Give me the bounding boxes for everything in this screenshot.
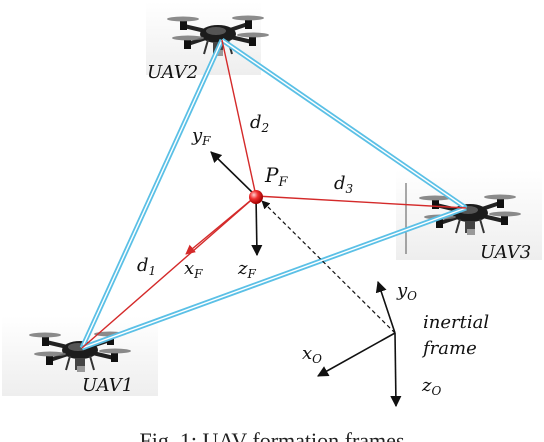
uav1-label: UAV1: [82, 375, 133, 396]
formation-links: [79, 37, 468, 351]
inertial-y-axis: [375, 280, 396, 334]
inertial-frame-label-line1: inertial: [423, 312, 489, 333]
d3-label: d3: [334, 173, 354, 196]
formation-x-axis: [185, 195, 257, 255]
inertial-frame-axes: [317, 280, 402, 408]
distance-line-d2: [221, 39, 257, 197]
inertial-z-axis: [390, 332, 402, 408]
uav3-drone: [396, 170, 542, 260]
formation-x-label: xF: [184, 258, 203, 281]
distance-line-d3: [255, 195, 467, 209]
uav3-label: UAV3: [480, 242, 531, 263]
link-uav2-uav3-highlight: [221, 39, 467, 209]
distance-line-d1: [81, 195, 257, 349]
uav2-drone: [146, 2, 271, 75]
d1-label: d1: [137, 255, 156, 278]
position-vector: [261, 200, 396, 334]
distance-lines: [81, 39, 467, 349]
formation-y-label: yF: [191, 125, 211, 148]
inertial-x-label: xO: [302, 343, 322, 366]
inertial-y-label: yO: [396, 280, 417, 303]
uav2-label: UAV2: [147, 62, 198, 83]
formation-frame-axes: [185, 151, 263, 257]
inertial-z-label: zO: [421, 375, 441, 398]
link-uav1-uav2-highlight: [81, 39, 223, 349]
link-uav1-uav3-highlight: [81, 207, 467, 349]
formation-z-label: zF: [237, 258, 256, 281]
inertial-x-axis: [317, 332, 396, 377]
formation-y-axis: [210, 151, 257, 197]
formation-z-axis: [251, 195, 263, 257]
figure-caption: Fig. 1: UAV formation frames: [140, 428, 405, 442]
formation-point-label: PF: [264, 163, 288, 190]
inertial-frame-label-line2: frame: [421, 338, 477, 359]
formation-point: [249, 190, 263, 204]
d2-label: d2: [250, 112, 269, 135]
